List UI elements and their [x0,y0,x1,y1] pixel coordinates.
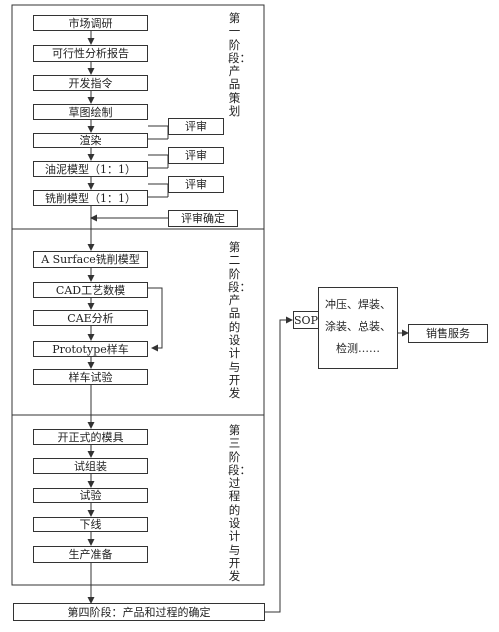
stage3-label: 第三阶段：过程的设计与开发 [228,423,251,584]
step-trial-assembly: 试组装 [33,458,148,474]
step-cad-data: CAD工艺数模 [33,282,148,298]
step-market-research: 市场调研 [33,15,148,31]
review-confirm-box: 评审确定 [168,210,238,227]
production-line-1: 冲压、焊装、 [325,298,391,311]
step-test: 试验 [33,488,148,503]
stage2-label: 第二阶段：产品的设计与开发 [228,240,251,401]
step-a-surface-model: A Surface铣削模型 [33,251,148,268]
step-production-prep: 生产准备 [33,546,148,563]
step-sketch-drawing: 草图绘制 [33,104,148,120]
step-feasibility-report: 可行性分析报告 [33,45,148,62]
sales-service-box: 销售服务 [408,324,488,343]
stage1-label: 第一阶段：产品策划 [228,11,251,119]
sop-box: SOP [293,311,319,329]
stage4-box: 第四阶段：产品和过程的确定 [13,603,265,621]
review-box-2: 评审 [168,147,224,164]
production-lines-box: 冲压、焊装、 涂装、总装、 检测…… [318,287,398,369]
step-development-order: 开发指令 [33,75,148,91]
step-offline: 下线 [33,517,148,532]
production-line-2: 涂装、总装、 [325,320,391,333]
step-milled-model: 铣削模型（1：1） [33,190,148,206]
step-clay-model: 油泥模型（1：1） [33,161,148,177]
step-rendering: 渲染 [33,133,148,148]
step-formal-tooling: 开正式的模具 [33,429,148,445]
stage3-frame [11,414,265,586]
review-box-1: 评审 [168,118,224,135]
step-prototype: Prototype样车 [33,341,148,357]
review-box-3: 评审 [168,176,224,193]
production-line-3: 检测…… [336,342,380,355]
step-prototype-test: 样车试验 [33,369,148,385]
step-cae-analysis: CAE分析 [33,310,148,326]
